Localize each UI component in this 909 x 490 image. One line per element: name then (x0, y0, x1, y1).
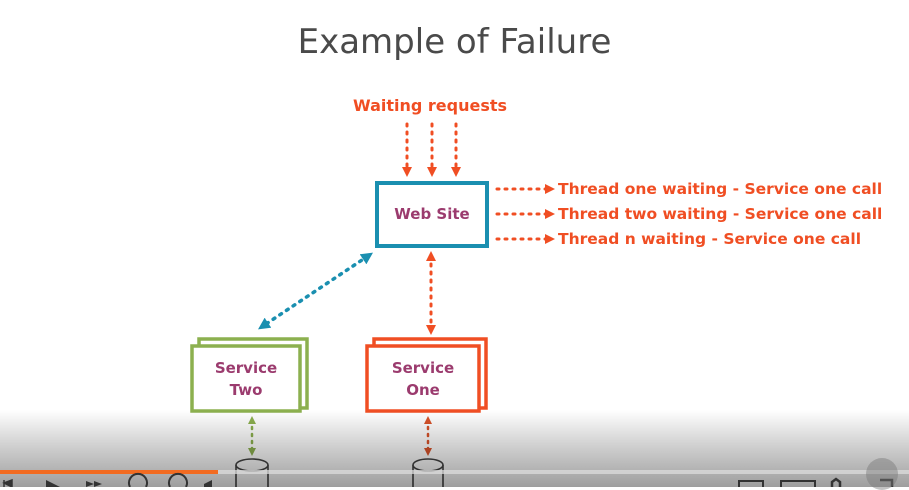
thread-one-label: Thread one waiting - Service one call (558, 180, 883, 198)
web-site-label: Web Site (394, 205, 470, 223)
round-player-button[interactable] (866, 458, 898, 490)
waiting-requests-label: Waiting requests (353, 96, 508, 115)
web-site-box (375, 181, 489, 248)
web-site-service-two-arrow (258, 252, 373, 330)
thread-two-label: Thread two waiting - Service one call (558, 205, 883, 223)
service-one-label: Service One (367, 357, 479, 401)
service-two-box (190, 337, 309, 413)
service-two-line2: Two (229, 381, 263, 399)
progress-bar[interactable] (0, 470, 909, 474)
thread-arrows (495, 184, 555, 244)
service-one-line1: Service (391, 359, 455, 377)
service-one-box (365, 337, 488, 413)
service-two-label: Service Two (192, 357, 300, 401)
progress-bar-fill (0, 470, 219, 474)
thread-n-label: Thread n waiting - Service one call (558, 230, 862, 248)
service-two-line1: Service (214, 359, 278, 377)
video-player-controls (0, 410, 909, 487)
slide-title: Example of Failure (297, 22, 612, 62)
service-one-line2: One (406, 381, 440, 399)
database-icon-service-two (235, 458, 269, 487)
incoming-request-arrows (402, 122, 461, 177)
